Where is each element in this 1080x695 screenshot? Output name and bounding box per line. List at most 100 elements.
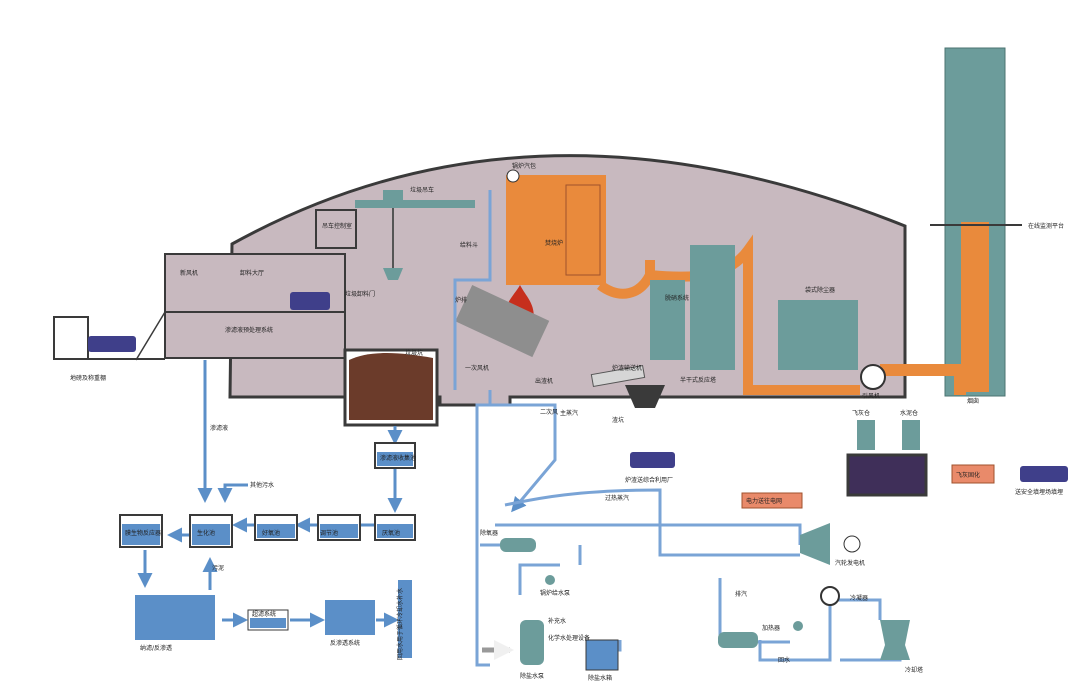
label-cooling-tower: 冷却塔	[905, 666, 923, 674]
label-landfill: 送安全填埋场填埋	[1015, 488, 1063, 496]
solidify-box	[951, 464, 995, 484]
cement-silo	[902, 420, 920, 450]
label-steam-main: 主蒸汽	[560, 409, 578, 417]
label-mbr: 膜生物反应器	[125, 529, 161, 537]
label-hopper: 给料斗	[460, 241, 478, 249]
scr-unit	[650, 280, 685, 360]
label-superheated: 过热蒸汽	[605, 494, 629, 502]
label-furnace: 焚烧炉	[545, 239, 563, 247]
label-cems: 在线监测平台	[1028, 222, 1064, 230]
label-uf: 超滤系统	[252, 610, 276, 618]
crane-trolley	[383, 190, 403, 200]
label-soft-pump: 除盐水泵	[520, 672, 544, 680]
solidify-pit	[846, 453, 928, 497]
label-slag-pit: 渣坑	[612, 416, 624, 424]
label-exhaust: 排汽	[735, 590, 747, 598]
label-deaerator: 除氧器	[480, 529, 498, 537]
label-makeup: 补充水	[548, 617, 566, 625]
generator-icon	[843, 535, 861, 553]
label-soft-tank: 除盐水箱	[588, 674, 612, 682]
truck-ash	[1020, 466, 1068, 482]
label-feed-pump: 锅炉给水泵	[540, 589, 570, 597]
label-drum: 锅炉汽包	[512, 162, 536, 170]
bag-filter	[778, 300, 858, 370]
anaerobic-water	[377, 524, 413, 538]
label-reuse: 回用水用于循环冷却水补水	[396, 588, 404, 660]
water-steam-lines	[453, 190, 902, 667]
crane-bridge	[355, 200, 475, 208]
crane-control-room	[315, 209, 357, 249]
grate	[455, 284, 550, 358]
softener-tank	[520, 620, 544, 665]
label-anaerobic: 厌氧池	[382, 529, 400, 537]
fly-ash-silo	[857, 420, 875, 450]
truck-unloading	[290, 292, 330, 310]
label-softener: 化学水处理设备	[548, 634, 590, 642]
label-crane: 垃圾吊车	[410, 186, 434, 194]
truck-slag	[630, 452, 675, 468]
boiler-drum-icon	[506, 169, 520, 183]
mbr-water	[122, 524, 160, 545]
label-secondary-air: 二次风	[540, 408, 558, 416]
ro-unit	[325, 600, 375, 635]
crane-grab	[383, 268, 403, 280]
regulating-water	[320, 524, 358, 538]
label-slag-truck: 炉渣送综合利用厂	[625, 476, 673, 484]
bio-water	[192, 524, 230, 545]
label-sludge: 污泥	[212, 564, 224, 572]
label-back-water: 回水	[778, 656, 790, 664]
induced-fan-icon	[860, 364, 886, 390]
label-ro: 反渗透系统	[330, 639, 360, 647]
turbine	[800, 523, 830, 565]
label-slag-conveyor: 炉渣输送机	[612, 364, 642, 372]
label-reactor: 半干式反应塔	[680, 376, 716, 384]
label-leachate-pretreat: 渗滤液预处理系统	[225, 326, 273, 334]
label-crane-control: 吊车控制室	[322, 222, 352, 230]
label-condenser: 冷凝器	[850, 594, 868, 602]
label-weighbridge: 地磅及称重棚	[70, 374, 106, 382]
slag-pit	[625, 385, 665, 408]
label-grate: 炉排	[455, 296, 467, 304]
demin-tank	[585, 639, 619, 671]
waste-pile	[349, 353, 433, 420]
aerobic-water	[257, 524, 295, 538]
label-ash-solidify: 飞灰固化	[956, 471, 980, 479]
label-other-water: 其他污水	[250, 481, 274, 489]
ramp	[135, 311, 166, 361]
weighbridge-house	[53, 316, 89, 360]
label-fly-ash: 飞灰仓	[852, 409, 870, 417]
label-grid: 电力送往电网	[746, 497, 782, 505]
chimney-flue	[961, 222, 989, 392]
label-nf-ro: 纳滤/反渗透	[140, 644, 172, 652]
deaerator	[500, 538, 536, 552]
label-leachate-tank: 渗滤液收集池	[380, 454, 416, 462]
label-heater: 加热器	[762, 624, 780, 632]
label-bio: 生化池	[197, 529, 215, 537]
reuse-bar	[398, 580, 412, 658]
label-ash-extractor: 出渣机	[535, 377, 553, 385]
label-fresh-air: 新风机	[180, 269, 198, 277]
label-aerobic: 好氧池	[262, 529, 280, 537]
label-pit-door: 垃圾卸料门	[345, 290, 375, 298]
cooling-tower	[880, 620, 910, 660]
cond-pump-icon	[793, 621, 803, 631]
label-induced-fan: 引风机	[862, 392, 880, 400]
turbine-label-box	[741, 492, 803, 509]
label-turbine-gen: 汽轮发电机	[835, 559, 865, 567]
heat-exchanger	[718, 632, 758, 648]
leachate-tank-water	[377, 452, 413, 466]
label-scr: 脱硝系统	[665, 294, 689, 302]
reactor-tower	[690, 245, 735, 370]
label-pit: 垃圾坑	[405, 349, 423, 357]
label-bag-filter: 袋式除尘器	[805, 286, 835, 294]
label-chimney: 烟囱	[967, 397, 979, 405]
boiler-tubes	[565, 184, 601, 276]
truck-weighbridge	[88, 336, 136, 352]
label-leachate: 渗滤液	[210, 424, 228, 432]
flue-gas-to-chimney	[880, 364, 966, 395]
nf-ro-unit	[135, 595, 215, 640]
uf-water	[250, 618, 286, 628]
label-cement: 水泥仓	[900, 409, 918, 417]
feed-pump-icon	[545, 575, 555, 585]
